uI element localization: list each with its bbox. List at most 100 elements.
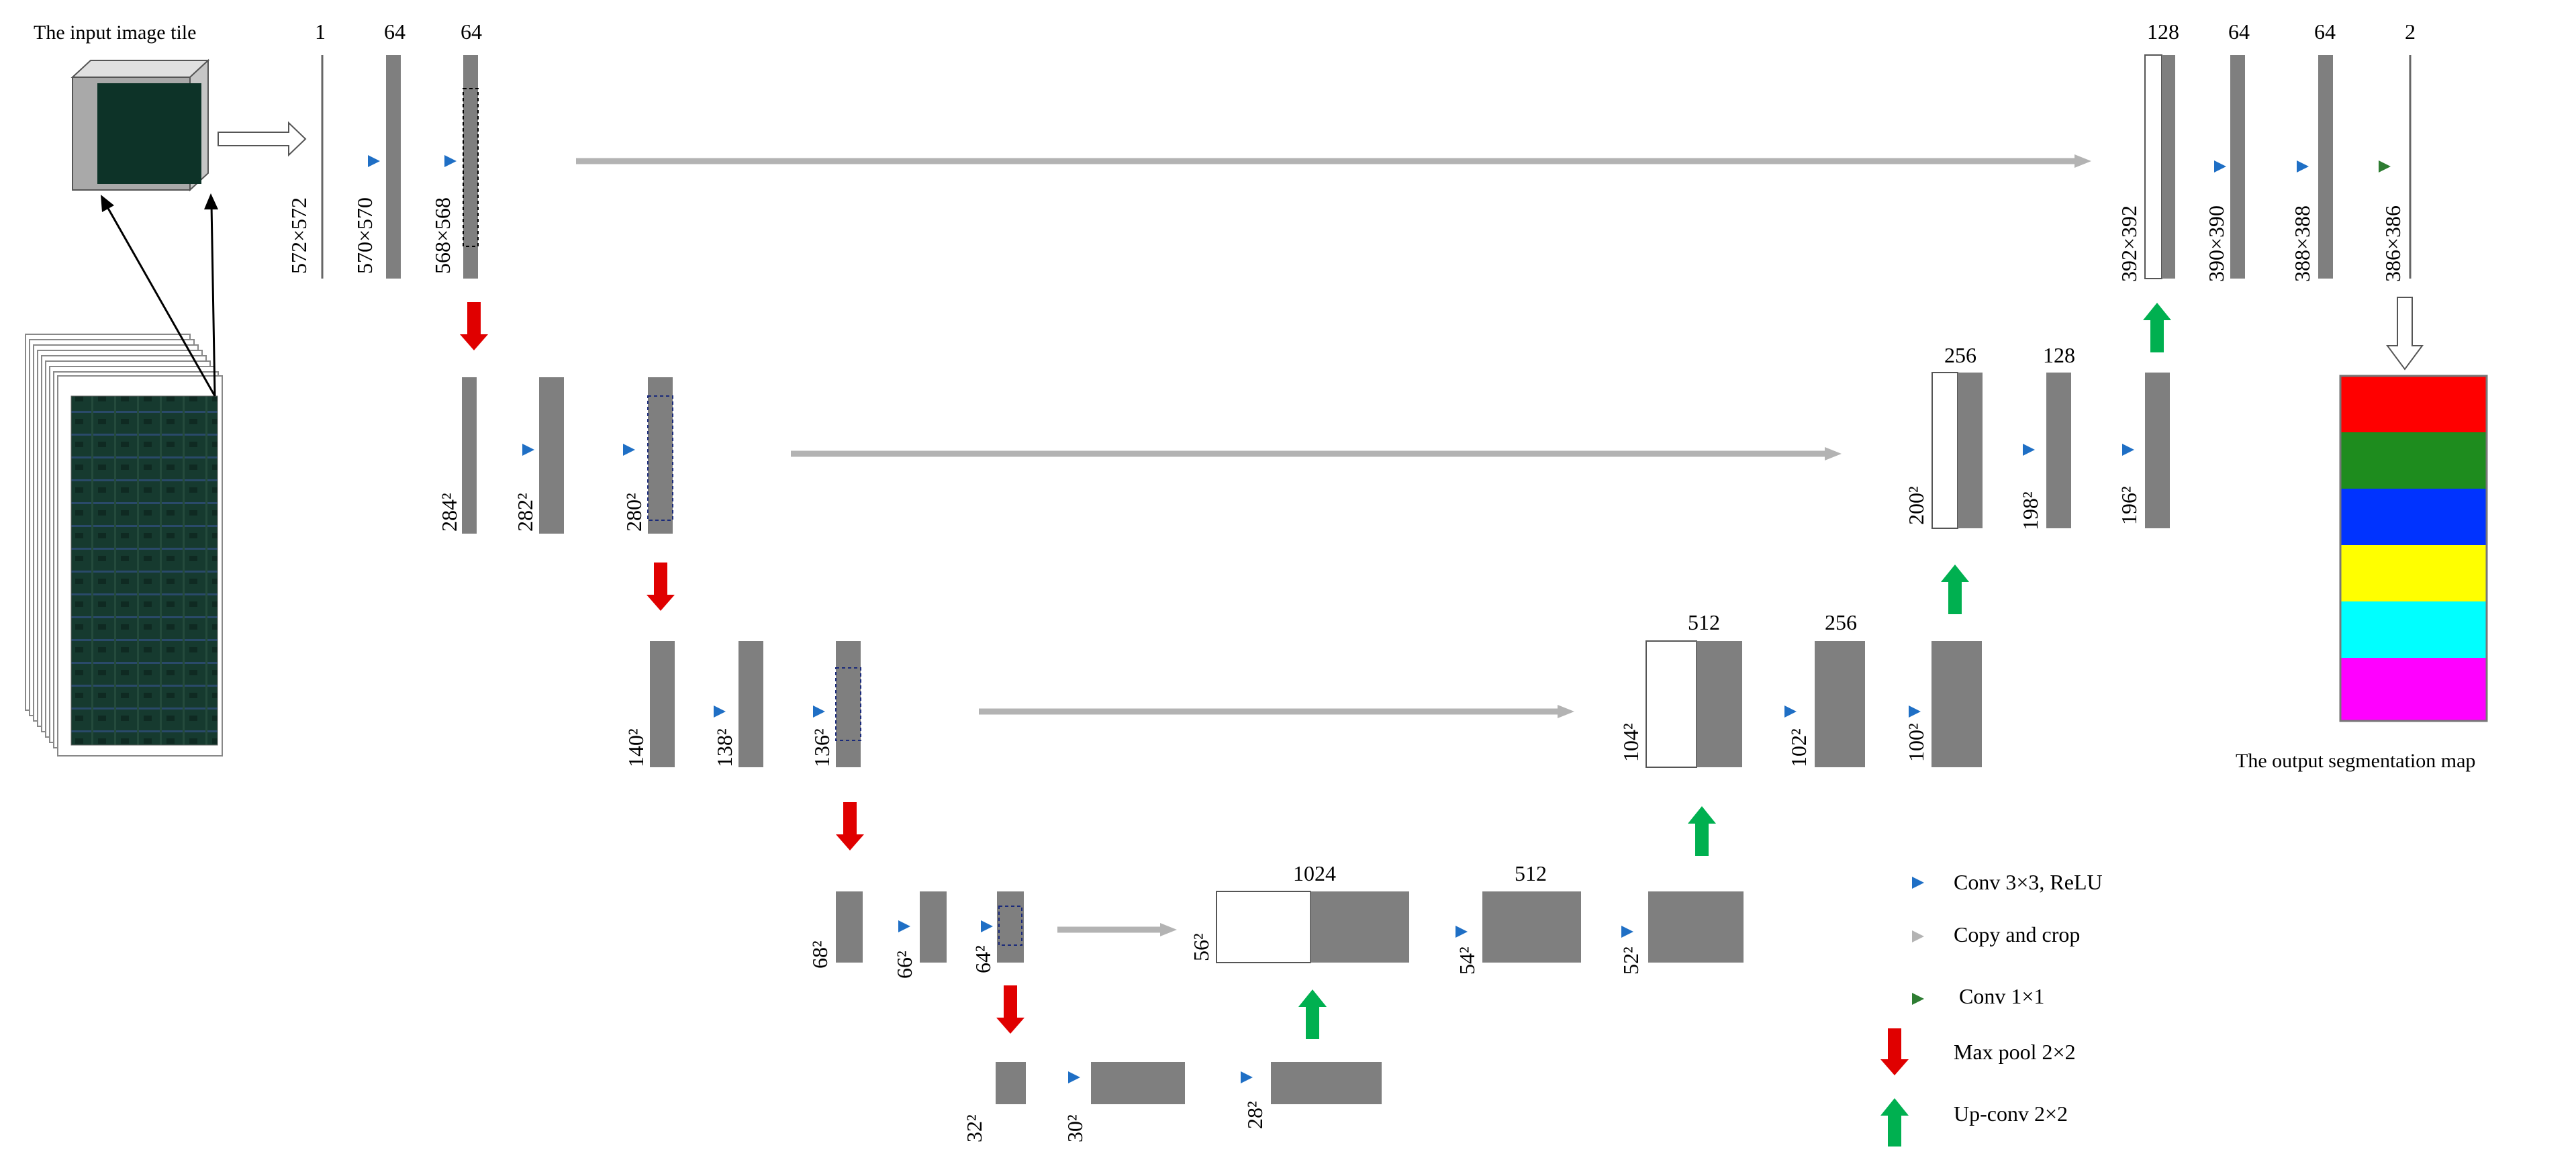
legend-conv-arrow-icon xyxy=(1883,877,1924,889)
legend-label: Copy and crop xyxy=(1954,922,2080,946)
copied-feature-map xyxy=(1931,372,1958,529)
size-label: 390×390 xyxy=(2204,205,2228,282)
crop-region xyxy=(463,88,479,247)
conv-arrow-icon xyxy=(869,920,910,932)
maxpool-arrow-icon xyxy=(647,563,675,611)
copied-feature-map xyxy=(1216,891,1311,963)
size-label: 104² xyxy=(1619,723,1643,762)
channel-label: 1024 xyxy=(1293,861,1336,885)
tile-pointer-head xyxy=(204,193,218,209)
feature-map xyxy=(1091,1062,1185,1104)
legend-item-upconv: Up-conv 2×2 xyxy=(1880,1098,2068,1147)
size-label: 102² xyxy=(1786,728,1811,767)
feature-map xyxy=(539,377,564,534)
size-label: 100² xyxy=(1904,723,1928,762)
feature-map xyxy=(2046,373,2071,528)
size-label: 64² xyxy=(971,945,995,973)
channel-label: 256 xyxy=(1825,610,1857,634)
feature-map xyxy=(2230,55,2245,279)
feature-map xyxy=(462,377,477,534)
legend-maxpool-arrow-icon xyxy=(1880,1028,1909,1075)
feature-map xyxy=(2162,55,2175,279)
tile-pointer-line xyxy=(105,204,216,397)
upconv-arrow-icon xyxy=(1941,565,1969,614)
size-label: 388×388 xyxy=(2290,205,2314,282)
conv-arrow-icon xyxy=(594,444,635,456)
conv-arrow-icon xyxy=(685,705,726,718)
size-label: 52² xyxy=(1619,946,1643,975)
copy-crop-arrow-icon xyxy=(1825,447,1842,460)
feature-map xyxy=(648,377,673,534)
feature-map xyxy=(2318,55,2333,279)
channel-label: 64 xyxy=(461,19,482,44)
size-label: 136² xyxy=(810,728,834,767)
conv-arrow-icon xyxy=(2093,444,2134,456)
conv-arrow-icon xyxy=(784,705,825,718)
channel-label: 128 xyxy=(2043,343,2075,367)
feature-map xyxy=(1815,641,1865,767)
segmentation-band-magenta xyxy=(2340,658,2487,721)
legend-label: Conv 3×3, ReLU xyxy=(1954,870,2103,894)
channel-label: 128 xyxy=(2147,19,2179,44)
crop-region xyxy=(998,906,1022,946)
maxpool-arrow-icon xyxy=(836,802,864,850)
size-label: 200² xyxy=(1904,486,1928,525)
channel-label: 512 xyxy=(1688,610,1720,634)
copied-feature-map xyxy=(2144,54,2162,279)
copy-crop-arrow-icon xyxy=(1160,923,1177,936)
input-hollow-arrow xyxy=(218,121,307,157)
size-label: 138² xyxy=(712,728,736,767)
conv-arrow-icon xyxy=(1994,444,2035,456)
input-tile-label: The input image tile xyxy=(34,21,196,44)
size-label: 68² xyxy=(808,940,832,969)
size-label: 572×572 xyxy=(287,197,311,274)
conv-arrow-icon xyxy=(2268,160,2309,173)
feature-map xyxy=(1648,891,1744,963)
feature-map xyxy=(386,55,401,279)
maxpool-arrow-icon xyxy=(460,302,488,350)
upconv-arrow-icon xyxy=(2143,303,2171,352)
legend-copy-arrow-icon xyxy=(1883,930,1924,942)
size-label: 570×570 xyxy=(352,197,377,274)
feature-map xyxy=(920,891,947,963)
feature-map xyxy=(1958,373,1983,528)
legend-upconv-arrow-icon xyxy=(1880,1098,1909,1147)
segmentation-band-yellow xyxy=(2340,545,2487,601)
crop-region xyxy=(647,395,673,521)
conv-arrow-icon xyxy=(1880,705,1921,718)
conv-arrow-icon xyxy=(493,444,534,456)
size-label: 386×386 xyxy=(2381,205,2405,282)
copy-crop-arrow-icon xyxy=(2074,154,2091,168)
legend-item-conv: Conv 3×3, ReLU xyxy=(1883,870,2103,894)
channel-label: 2 xyxy=(2405,19,2416,44)
feature-map xyxy=(996,1062,1026,1104)
legend-item-conv1x1: Conv 1×1 xyxy=(1883,984,2044,1008)
crop-region xyxy=(835,667,861,741)
size-label: 392×392 xyxy=(2117,205,2141,282)
conv-arrow-icon xyxy=(1212,1071,1253,1083)
legend-label: Max pool 2×2 xyxy=(1954,1040,2076,1064)
upconv-arrow-icon xyxy=(1688,806,1716,856)
conv-arrow-icon xyxy=(339,155,380,167)
size-label: 32² xyxy=(962,1114,986,1142)
size-label: 30² xyxy=(1063,1114,1087,1142)
channel-label: 1 xyxy=(315,19,326,44)
channel-label: 64 xyxy=(384,19,406,44)
feature-map xyxy=(1697,641,1742,767)
size-label: 196² xyxy=(2117,486,2141,525)
legend-item-maxpool: Max pool 2×2 xyxy=(1880,1028,2076,1075)
conv-arrow-icon xyxy=(952,920,993,932)
tile-pointer-line xyxy=(210,204,216,397)
conv-arrow-icon xyxy=(2185,160,2226,173)
feature-map xyxy=(1931,641,1982,767)
maxpool-arrow-icon xyxy=(996,985,1024,1034)
segmentation-band-red xyxy=(2340,376,2487,432)
legend: Conv 3×3, ReLU Copy and crop Conv 1×1 Ma… xyxy=(1880,870,2103,1147)
output-hollow-arrow xyxy=(2386,297,2424,371)
output-segmentation-map xyxy=(2339,375,2488,722)
feature-map xyxy=(997,891,1024,963)
input-tile-icon xyxy=(70,58,210,192)
feature-map xyxy=(836,641,861,767)
